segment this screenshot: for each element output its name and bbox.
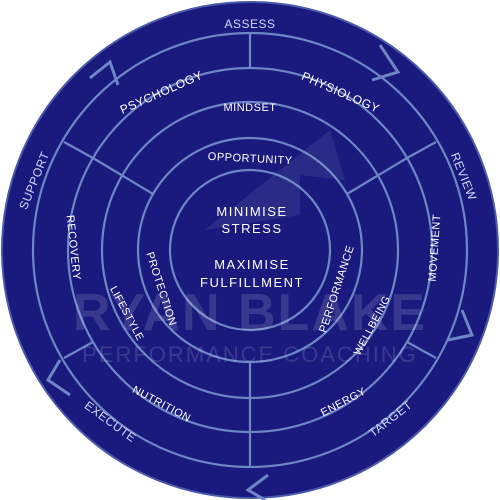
ring4-label-movement: MOVEMENT xyxy=(427,214,444,282)
ring3-label-mindset: MINDSET xyxy=(224,102,277,114)
watermark-arrow-icon xyxy=(205,130,345,230)
watermark: RYAN BLAKE PERFORMANCE COACHING xyxy=(73,130,427,367)
center-line-1: MINIMISE xyxy=(216,204,287,219)
center-text: MINIMISE STRESS MAXIMISE FULFILLMENT xyxy=(200,204,304,290)
ring4-dividers xyxy=(63,33,437,467)
ring2-dividers xyxy=(122,175,378,398)
ring3-dividers xyxy=(92,157,408,432)
ring2-label-opportunity: OPPORTUNITY xyxy=(208,151,293,167)
center-line-2: STRESS xyxy=(221,221,282,236)
watermark-tagline: PERFORMANCE COACHING xyxy=(82,342,418,367)
outer-label-assess: ASSESS xyxy=(224,17,275,31)
center-line-3: MAXIMISE xyxy=(214,257,290,272)
watermark-name: RYAN BLAKE xyxy=(73,284,427,342)
center-line-4: FULFILLMENT xyxy=(200,275,304,290)
